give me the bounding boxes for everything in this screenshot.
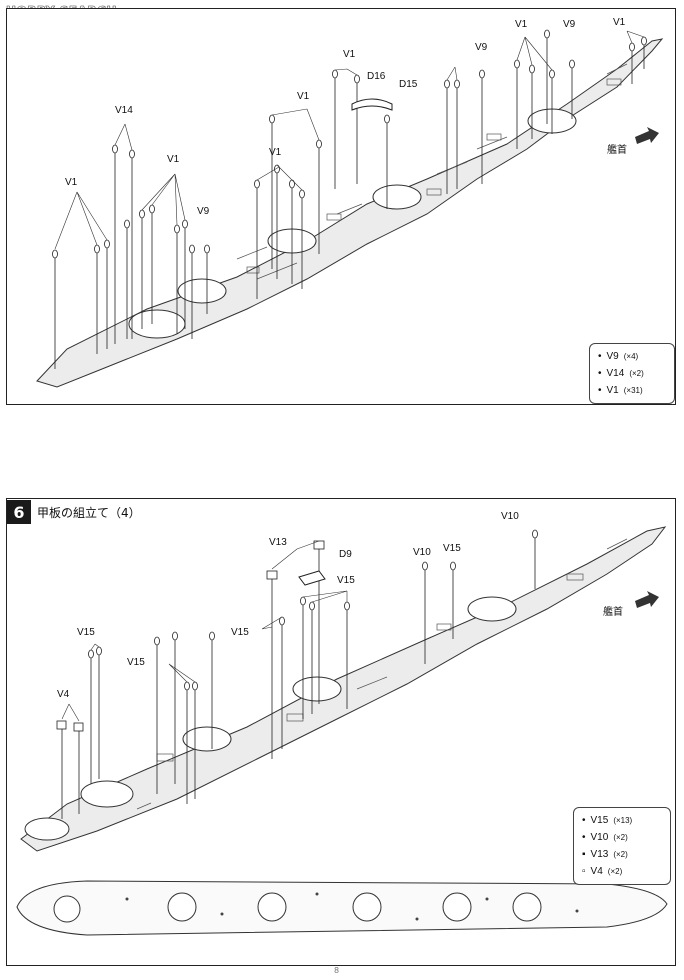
block-part-icon: ▪ [582,849,586,860]
bow-direction-arrow-icon [635,591,659,608]
legend-row: •V9(×4) [598,351,639,362]
block-part-icon: ▫ [582,866,586,877]
callout-v1-g: V1 [613,17,626,28]
callout-v10-b: V10 [413,547,431,558]
pin-icon: • [598,385,602,396]
callout-v1-d: V1 [343,49,356,60]
callout-d9: D9 [339,549,352,560]
pin-icon: • [598,368,602,379]
step-number-badge: 6 [7,500,31,524]
callout-v10-a: V10 [501,511,519,522]
callout-v1-c: V1 [269,147,282,158]
callout-v1-f: V1 [515,19,528,30]
legend-row: •V15(×13) [582,815,633,826]
callout-v15-e: V15 [127,657,145,668]
callout-v15-c: V15 [231,627,249,638]
callout-v1-a: V1 [65,177,78,188]
callout-v4: V4 [57,689,70,700]
parts-legend-bottom: •V15(×13) •V10(×2) ▪V13(×2) ▫V4(×2) [573,807,671,885]
callout-v1-b: V1 [167,154,180,165]
bow-label: 艦首 [607,145,627,156]
pin-icon: • [582,815,586,826]
callout-v9-a: V9 [197,206,210,217]
bow-direction-arrow-icon [635,127,659,144]
callout-v15-b: V15 [337,575,355,586]
step-title: 甲板の組立て（4） [37,505,141,520]
deck-illustration-top [36,29,664,388]
step-header: 6 甲板の組立て（4） [7,499,141,525]
pin-icon: • [598,351,602,362]
assembly-step-panel-bottom: 6 甲板の組立て（4） V10 V13 D9 V10 V15 V15 V15 V… [6,498,676,966]
callout-d16: D16 [367,71,386,82]
legend-row: ▪V13(×2) [582,849,628,860]
legend-row: ▫V4(×2) [582,866,623,877]
callout-v14: V14 [115,105,133,116]
legend-row: •V10(×2) [582,832,628,843]
callout-v15-a: V15 [443,543,461,554]
callout-v9-c: V9 [563,19,576,30]
callout-d15: D15 [399,79,418,90]
page-number: 8 [334,966,340,975]
pin-icon: • [582,832,586,843]
bow-label: 艦首 [603,607,623,618]
parts-legend-top: •V9(×4) •V14(×2) •V1(×31) [589,343,675,404]
callout-v9-b: V9 [475,42,488,53]
callout-v15-d: V15 [77,627,95,638]
callout-v1-e: V1 [297,91,310,102]
callout-v13: V13 [269,537,287,548]
legend-row: •V14(×2) [598,368,644,379]
assembly-step-panel-top: V1 V9 V1 V1 D16 D15 V1 V9 V14 V1 V1 V9 V… [6,8,676,405]
legend-row: •V1(×31) [598,385,643,396]
deck-illustration-bottom [16,526,668,936]
